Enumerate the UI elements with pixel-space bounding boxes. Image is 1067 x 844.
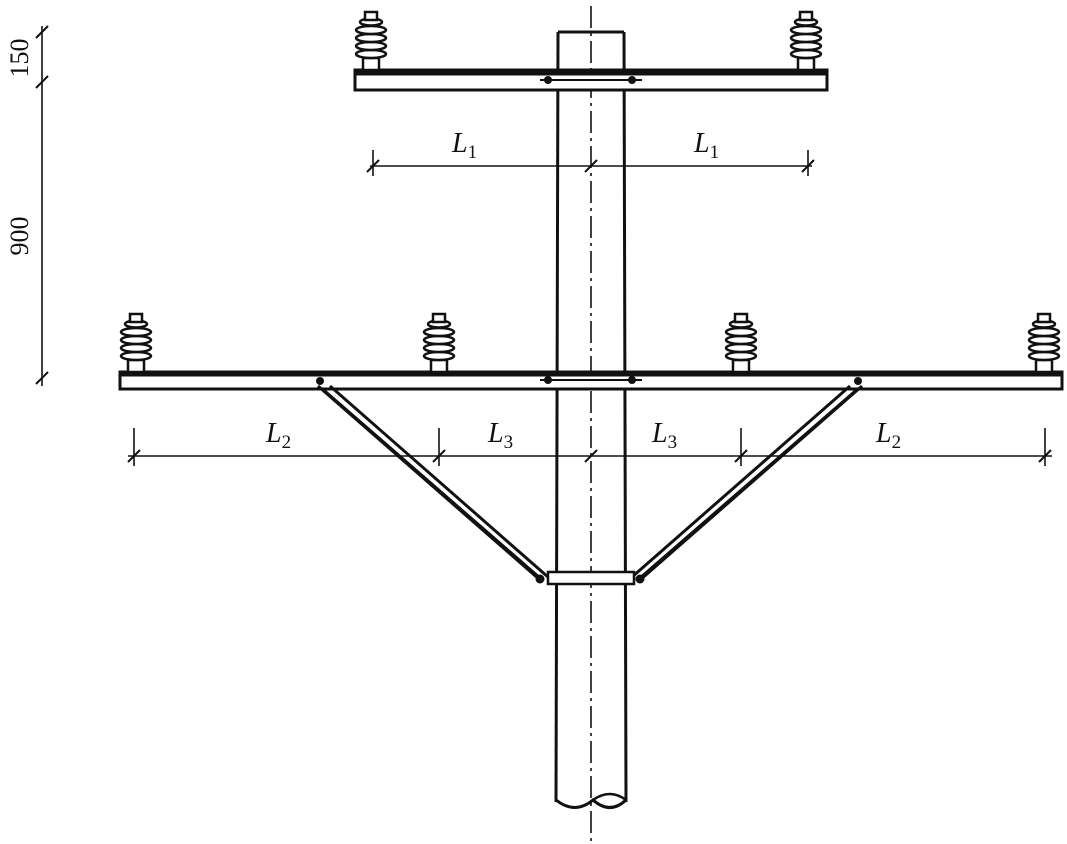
insulator-icon	[354, 10, 388, 72]
span-label-l1-left: L1	[451, 128, 477, 163]
insulator-icon	[1027, 312, 1061, 374]
dimension-150-label: 150	[5, 39, 34, 78]
dimension-900-label: 900	[5, 217, 34, 256]
lower-crossarm	[118, 370, 1064, 391]
insulator-icon	[789, 10, 823, 72]
insulator-icon	[724, 312, 758, 374]
brace-left	[317, 384, 549, 582]
insulator-icon	[119, 312, 153, 374]
upper-span-dimension	[366, 150, 815, 176]
span-label-l1-right: L1	[693, 128, 719, 163]
span-label-l2-right: L2	[875, 418, 901, 453]
vertical-dimension	[35, 25, 49, 386]
upper-crossarm	[353, 68, 829, 92]
insulator-icon	[422, 312, 456, 374]
span-label-l3-left: L3	[487, 418, 513, 453]
span-label-l3-right: L3	[651, 418, 677, 453]
brace-right	[631, 384, 863, 582]
lower-span-dimension	[127, 428, 1052, 466]
pole	[554, 30, 628, 809]
brace-clamp	[535, 570, 645, 586]
span-label-l2-left: L2	[265, 418, 291, 453]
